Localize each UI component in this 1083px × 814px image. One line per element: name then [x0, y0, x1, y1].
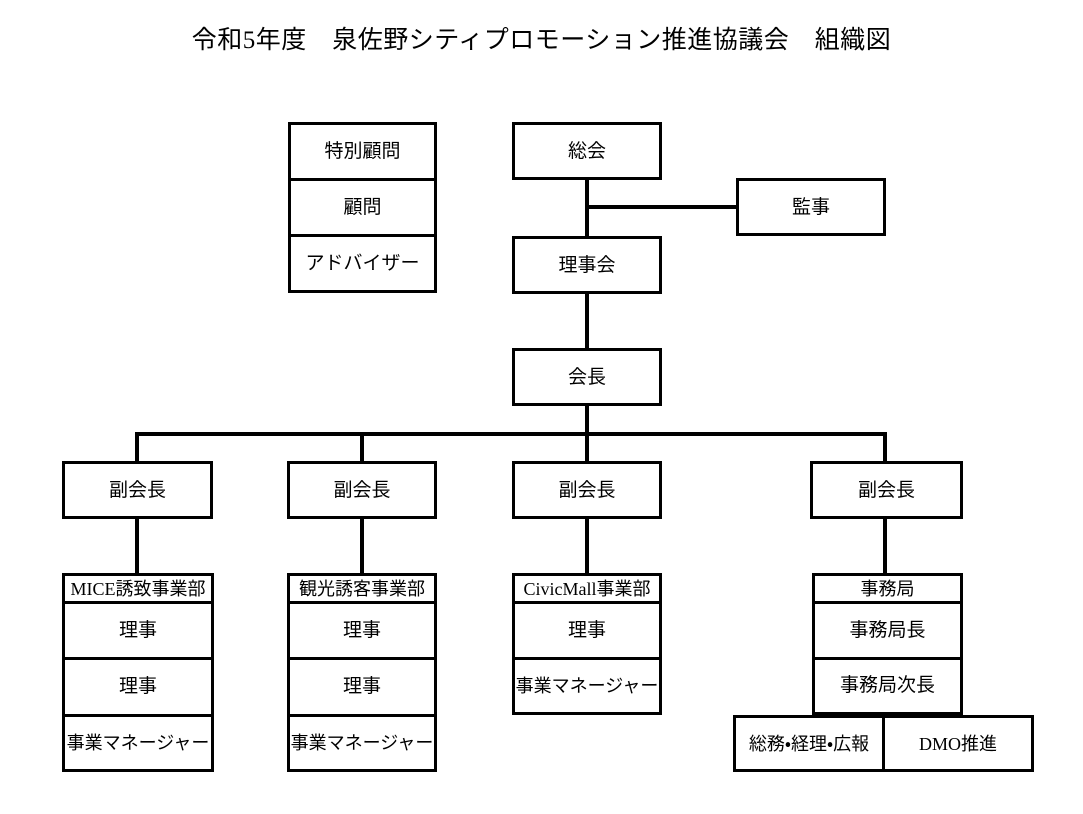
connector-vice-chair-4-to-secretariat: [883, 518, 887, 574]
node-auditor: 監事: [736, 178, 886, 236]
group-tourism-division: 観光誘客事業部 理事 理事 事業マネージャー: [287, 573, 437, 772]
connector-bus-to-vice-chair-2: [360, 432, 364, 462]
node-vice-chair-2: 副会長: [287, 461, 437, 519]
connector-vice-chair-1-to-mice: [135, 518, 139, 574]
secretariat-header: 事務局: [815, 576, 960, 604]
node-vice-chair-1: 副会長: [62, 461, 213, 519]
connector-vice-chair-3-to-civicmall: [585, 518, 589, 574]
connector-vice-chair-bus: [135, 432, 887, 436]
connector-bus-to-vice-chair-3: [585, 432, 589, 462]
node-general-meeting: 総会: [512, 122, 662, 180]
group-secretariat-sections: 総務・経理・広報 DMO推進: [733, 715, 1034, 772]
mice-division-member-3: 事業マネージャー: [65, 716, 211, 769]
tourism-division-member-2: 理事: [290, 660, 434, 717]
civicmall-division-header: CivicMall事業部: [515, 576, 659, 604]
secretariat-section-dmo: DMO推進: [885, 718, 1031, 769]
node-advisor: 顧問: [291, 181, 434, 237]
connector-chairman-to-bus: [585, 405, 589, 436]
mice-division-member-1: 理事: [65, 604, 211, 661]
secretariat-section-general-affairs: 総務・経理・広報: [736, 718, 885, 769]
mice-division-member-2: 理事: [65, 660, 211, 717]
node-vice-chair-4: 副会長: [810, 461, 963, 519]
node-board-of-directors: 理事会: [512, 236, 662, 294]
group-mice-division: MICE誘致事業部 理事 理事 事業マネージャー: [62, 573, 214, 772]
page-title: 令和5年度 泉佐野シティプロモーション推進協議会 組織図: [191, 27, 892, 54]
group-civicmall-division: CivicMall事業部 理事 事業マネージャー: [512, 573, 662, 715]
secretariat-member-2: 事務局次長: [815, 659, 960, 712]
mice-division-header: MICE誘致事業部: [65, 576, 211, 604]
connector-bus-to-vice-chair-1: [135, 432, 139, 462]
tourism-division-member-1: 理事: [290, 604, 434, 661]
node-special-advisor: 特別顧問: [291, 125, 434, 181]
civicmall-division-member-1: 理事: [515, 604, 659, 660]
tourism-division-member-3: 事業マネージャー: [290, 716, 434, 769]
node-adviser: アドバイザー: [291, 237, 434, 290]
connector-bus-to-vice-chair-4: [883, 432, 887, 462]
connector-board-to-chairman: [585, 293, 589, 349]
tourism-division-header: 観光誘客事業部: [290, 576, 434, 604]
advisors-group: 特別顧問 顧問 アドバイザー: [288, 122, 437, 293]
secretariat-member-1: 事務局長: [815, 604, 960, 660]
civicmall-division-member-2: 事業マネージャー: [515, 660, 659, 712]
connector-to-auditor: [585, 205, 737, 209]
group-secretariat: 事務局 事務局長 事務局次長: [812, 573, 963, 715]
connector-vice-chair-2-to-tourism: [360, 518, 364, 574]
node-vice-chair-3: 副会長: [512, 461, 662, 519]
node-chairman: 会長: [512, 348, 662, 406]
